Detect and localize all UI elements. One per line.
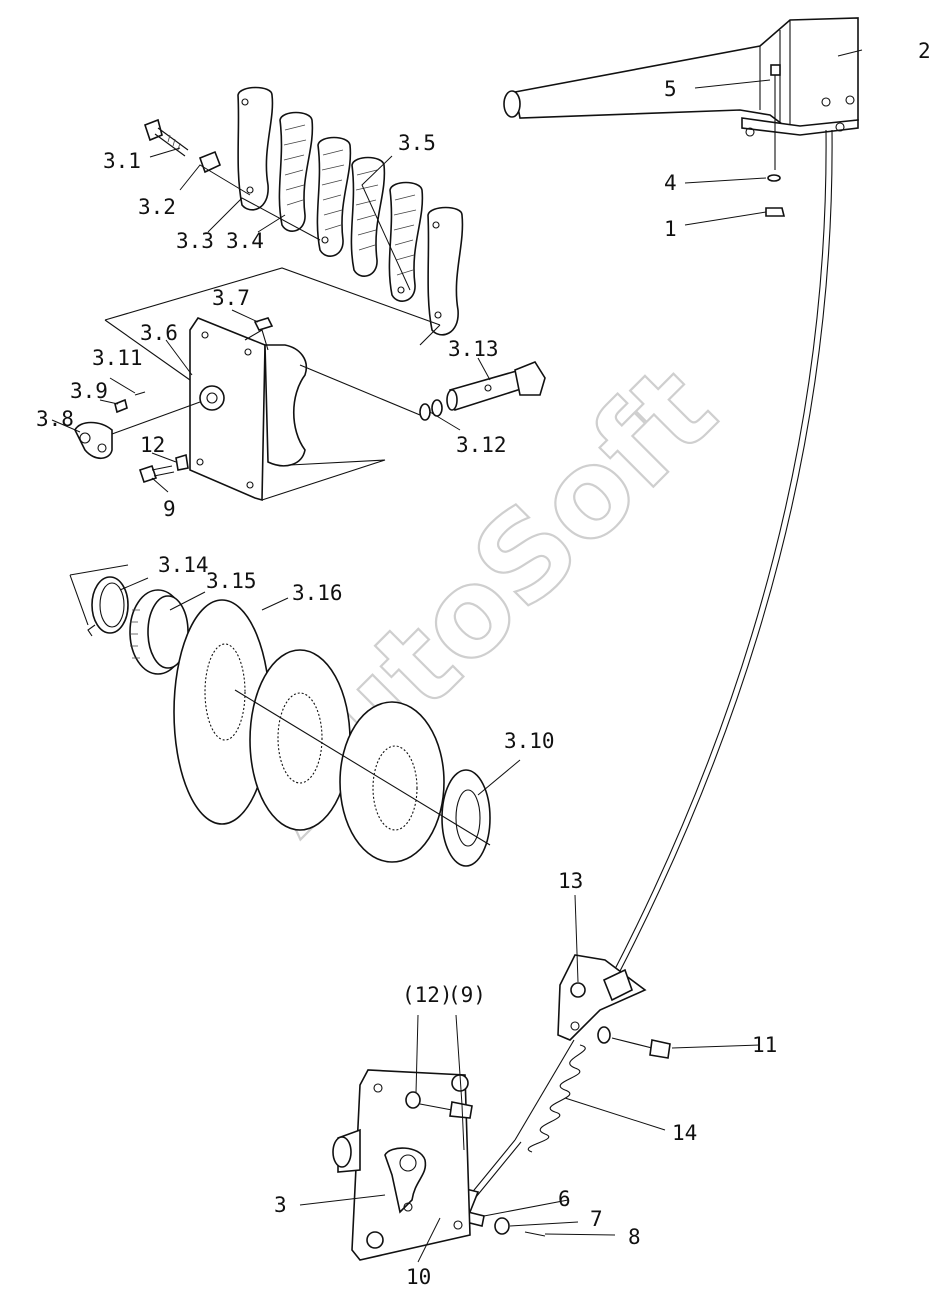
label-7: 7 bbox=[590, 1207, 603, 1231]
label-3-11: 3.11 bbox=[92, 346, 143, 370]
group-outline-discs bbox=[69, 564, 129, 626]
washer-4 bbox=[767, 174, 781, 182]
pin-3-7 bbox=[253, 317, 274, 331]
label-3-16: 3.16 bbox=[292, 581, 343, 605]
label-11: 11 bbox=[752, 1033, 777, 1057]
label-3-7: 3.7 bbox=[212, 286, 250, 310]
label-13: 13 bbox=[558, 869, 583, 893]
snap-ring-3-14 bbox=[87, 576, 129, 637]
spring-14 bbox=[514, 1039, 586, 1153]
pin-3-11 bbox=[134, 391, 146, 396]
cotter-pin-8 bbox=[524, 1231, 546, 1237]
bolt-9 bbox=[138, 464, 175, 484]
washer-12-ref bbox=[405, 1091, 421, 1109]
label-5: 5 bbox=[664, 77, 677, 101]
label-6: 6 bbox=[558, 1187, 571, 1211]
clip-3-2 bbox=[198, 150, 222, 174]
brake-cable bbox=[611, 129, 833, 976]
group-outline-upper bbox=[104, 267, 441, 381]
shim-3-10 bbox=[441, 769, 491, 867]
label-1: 1 bbox=[664, 217, 677, 241]
spring-pin-3-9 bbox=[114, 398, 128, 414]
label-3-1: 3.1 bbox=[103, 149, 141, 173]
cable-rod bbox=[469, 1139, 522, 1198]
label-12-ref: (12) bbox=[402, 983, 453, 1007]
label-12: 12 bbox=[140, 433, 165, 457]
axis-line-discs bbox=[234, 689, 491, 846]
caliper-assembly-3 bbox=[332, 1069, 471, 1261]
bolt-5 bbox=[770, 64, 781, 170]
label-9: 9 bbox=[163, 497, 176, 521]
label-3-2: 3.2 bbox=[138, 195, 176, 219]
label-3-13: 3.13 bbox=[448, 337, 499, 361]
nut-1 bbox=[765, 207, 786, 217]
label-3-6: 3.6 bbox=[140, 321, 178, 345]
label-4: 4 bbox=[664, 171, 677, 195]
bolt-9-ref bbox=[419, 1101, 473, 1119]
label-9-ref: (9) bbox=[448, 983, 486, 1007]
cable-bracket-13 bbox=[557, 954, 647, 1041]
handbrake-lever bbox=[503, 17, 859, 137]
label-3-10: 3.10 bbox=[504, 729, 555, 753]
caliper-plate-3-6 bbox=[189, 317, 307, 502]
label-14: 14 bbox=[672, 1121, 697, 1145]
label-2: 2 bbox=[918, 39, 931, 63]
hub-3-15 bbox=[129, 589, 189, 675]
label-3-14: 3.14 bbox=[158, 553, 209, 577]
friction-disc-3-16b bbox=[249, 649, 351, 831]
label-3-9: 3.9 bbox=[70, 379, 108, 403]
axis-line-3-8 bbox=[111, 401, 201, 435]
shaft-3-13 bbox=[446, 361, 546, 412]
label-3-3: 3.3 bbox=[176, 229, 214, 253]
label-8: 8 bbox=[628, 1225, 641, 1249]
label-3-5: 3.5 bbox=[398, 131, 436, 155]
washer-7 bbox=[494, 1217, 510, 1235]
label-3: 3 bbox=[274, 1193, 287, 1217]
bolt-3-1 bbox=[143, 118, 189, 157]
lever-3-8 bbox=[74, 421, 113, 460]
friction-disc-3-16c bbox=[339, 701, 445, 863]
brake-pad-stack bbox=[237, 86, 464, 336]
washer-12 bbox=[175, 453, 189, 471]
label-3-4: 3.4 bbox=[226, 229, 264, 253]
label-3-15: 3.15 bbox=[206, 569, 257, 593]
group-outline-lower bbox=[261, 364, 421, 501]
washer-11 bbox=[597, 1026, 611, 1044]
label-10: 10 bbox=[406, 1265, 431, 1289]
bolt-11 bbox=[611, 1037, 671, 1059]
label-3-12: 3.12 bbox=[456, 433, 507, 457]
label-3-8: 3.8 bbox=[36, 407, 74, 431]
o-ring-3-12a bbox=[419, 403, 431, 421]
